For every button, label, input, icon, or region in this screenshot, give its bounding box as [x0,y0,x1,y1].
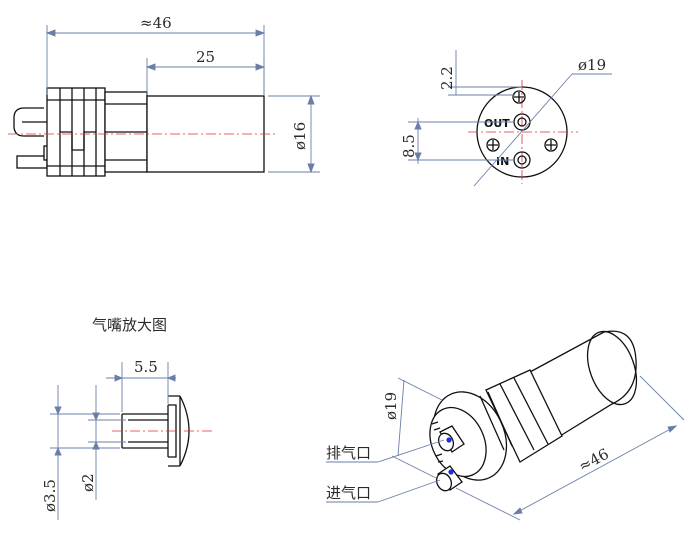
iso-dim-diameter-label: ø19 [382,392,400,420]
front-view: OUT IN ø19 2.2 8.5 [400,50,612,187]
side-dim-length: ≈46 [45,14,266,95]
iso-view: ø19 ≈46 排气口 进气口 [326,330,685,521]
side-view-pump-head [46,87,106,177]
front-view-screw-bottom-right [544,138,558,152]
detail-view-title: 气嘴放大图 [92,316,167,334]
front-dim-top-offset: 2.2 [438,50,522,96]
side-dim-body-label: 25 [196,48,215,66]
front-view-screw-top-left [512,90,526,104]
detail-view: 气嘴放大图 5.5 ø3.5 [41,316,212,520]
detail-dim-length: 5.5 [106,358,176,412]
port-out-label: OUT [484,117,510,130]
detail-dim-outer: ø3.5 [41,385,120,520]
front-dim-port-spacing: 8.5 [400,118,514,164]
iso-label-intake: 进气口 [326,479,441,503]
iso-label-exhaust-text: 排气口 [326,444,371,462]
port-in-label: IN [496,155,509,168]
front-dim-diameter-label: ø19 [578,56,606,74]
detail-dim-outer-label: ø3.5 [41,479,59,512]
front-dim-top-offset-label: 2.2 [438,66,456,90]
iso-dim-diameter: ø19 [382,377,443,479]
detail-dim-inner: ø2 [79,385,126,500]
side-dim-length-label: ≈46 [140,14,172,32]
iso-view-embossed-marks [431,421,444,463]
iso-label-exhaust: 排气口 [326,439,445,463]
iso-label-intake-text: 进气口 [326,484,371,502]
side-view: ≈46 25 ø16 [8,14,320,177]
front-view-screw-bottom-left [486,138,500,152]
side-dim-diameter-label: ø16 [291,122,309,150]
side-dim-diameter: ø16 [268,94,320,174]
front-dim-diameter: ø19 [473,56,612,187]
front-dim-port-spacing-label: 8.5 [400,134,418,158]
detail-dim-inner-label: ø2 [79,473,97,492]
iso-view-pump-head [429,391,513,481]
detail-dim-length-label: 5.5 [134,358,158,376]
iso-view-motor [529,330,638,437]
iso-view-nozzle-in [435,465,463,492]
side-dim-body: 25 [145,48,266,95]
iso-view-nozzle-out [437,425,465,453]
side-view-gear-section [104,91,148,173]
